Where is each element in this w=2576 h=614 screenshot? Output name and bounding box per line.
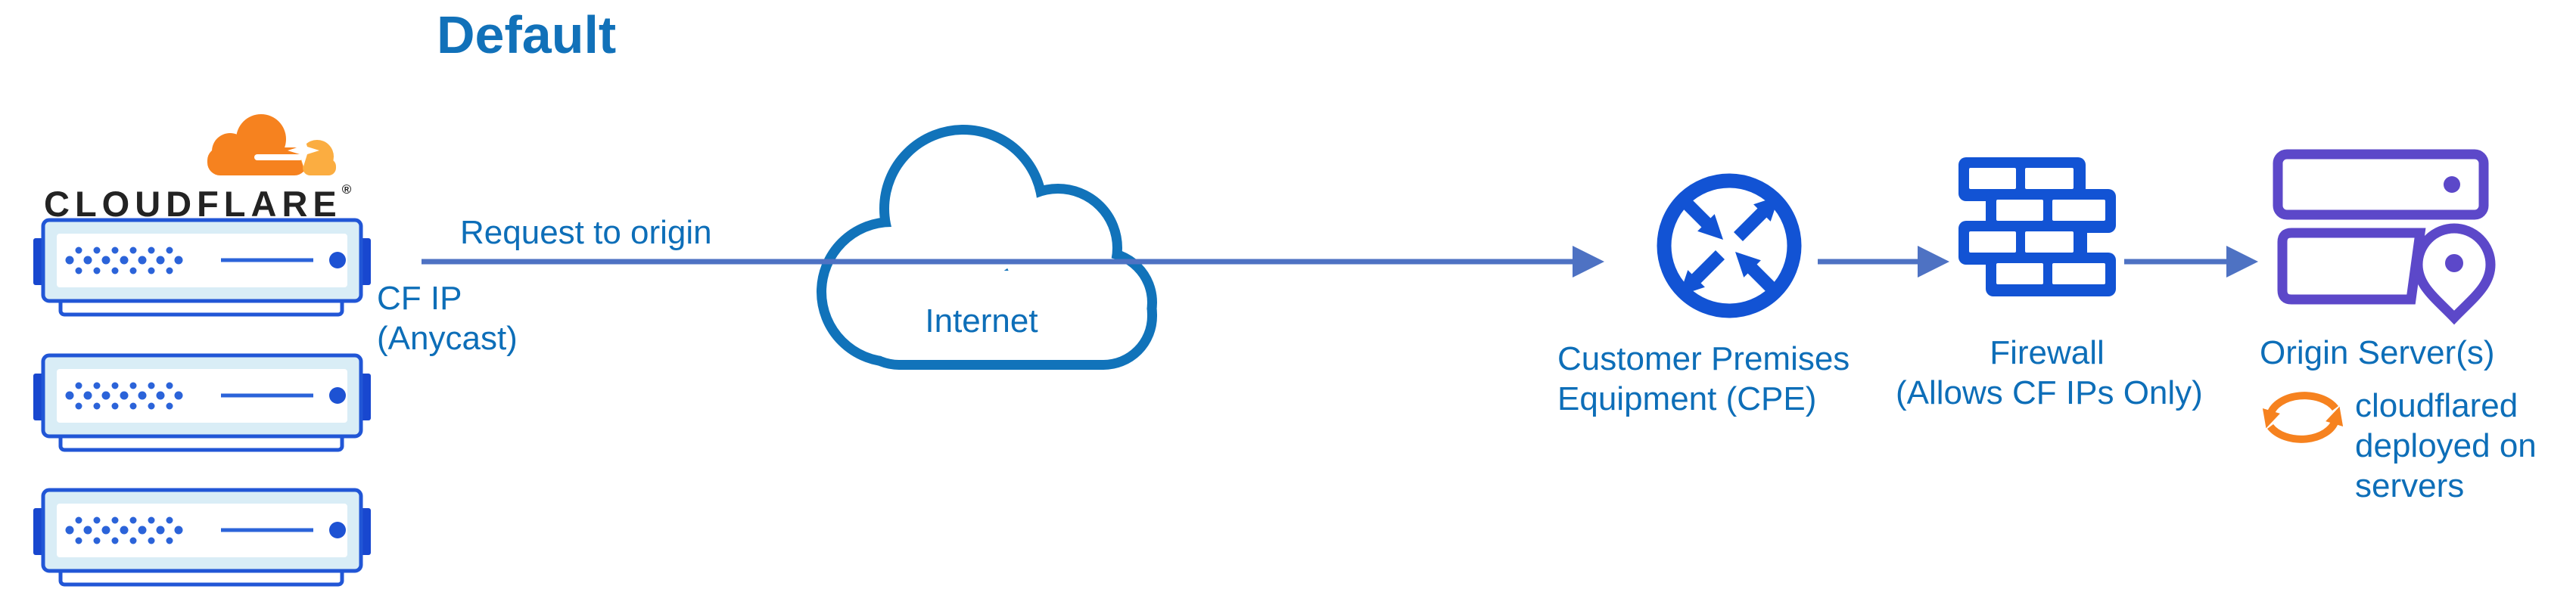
firewall-label-line1: Firewall [1990, 334, 2105, 371]
cf-ip-anycast-label: CF IP (Anycast) [377, 278, 518, 358]
cpe-label-line2: Equipment (CPE) [1557, 380, 1817, 417]
cloudflare-wordmark: CLOUDFLARE® [44, 183, 351, 225]
request-to-origin-label: Request to origin [460, 214, 712, 251]
page-title: Default [437, 5, 617, 64]
cloudflare-server-icon [33, 218, 371, 317]
cloudflare-wordmark-text: CLOUDFLARE [44, 184, 342, 224]
cloudflared-line1: cloudflared [2355, 387, 2518, 424]
internet-cloud-icon [817, 125, 1157, 370]
origin-servers-icon [2273, 149, 2496, 325]
firewall-icon [1958, 157, 2116, 296]
cloudflared-note: cloudflared deployed on servers [2355, 386, 2537, 506]
cpe-label-line1: Customer Premises [1557, 340, 1850, 377]
cpe-router-icon [1657, 173, 1802, 318]
origin-servers-label: Origin Server(s) [2260, 334, 2495, 371]
firewall-label-line2: (Allows CF IPs Only) [1896, 374, 2203, 411]
cloudflare-server-icon [33, 353, 371, 452]
internet-label: Internet [925, 302, 1038, 340]
cf-ip-line1: CF IP [377, 280, 462, 317]
cloudflared-line3: servers [2355, 467, 2465, 504]
cpe-label: Customer Premises Equipment (CPE) [1557, 339, 1850, 419]
cloudflared-line2: deployed on [2355, 427, 2537, 464]
firewall-label: Firewall (Allows CF IPs Only) [1896, 333, 2203, 413]
registered-mark: ® [341, 182, 352, 197]
cf-ip-line2: (Anycast) [377, 320, 518, 357]
cloudflare-logo-icon [207, 114, 336, 175]
cloudflare-server-icon [33, 488, 371, 587]
refresh-sync-icon [2262, 392, 2344, 443]
